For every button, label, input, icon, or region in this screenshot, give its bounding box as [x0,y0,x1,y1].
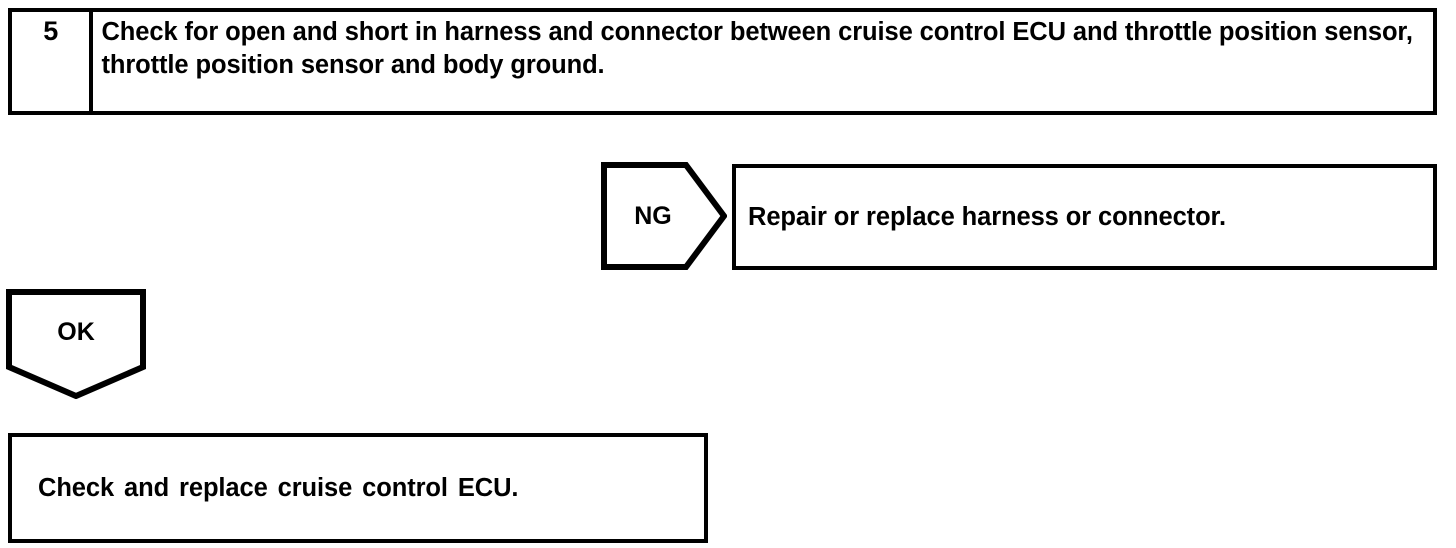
step-number: 5 [43,16,59,46]
ng-arrow-pentagon-icon [601,162,727,270]
ok-arrow-pentagon-icon [6,289,146,399]
step-instruction-text: Check for open and short in harness and … [101,18,1413,79]
ng-branch-tag [601,162,727,270]
step-row: 5 Check for open and short in harness an… [8,8,1437,115]
ng-result-box: Repair or replace harness or connector. [732,164,1437,270]
step-number-cell: 5 [12,12,94,111]
ok-branch-tag [6,289,146,399]
ok-result-box: Check and replace cruise control ECU. [8,433,708,543]
ok-result-text: Check and replace cruise control ECU. [38,473,519,502]
step-instruction-cell: Check for open and short in harness and … [93,12,1433,111]
ng-result-text: Repair or replace harness or connector. [748,202,1226,231]
